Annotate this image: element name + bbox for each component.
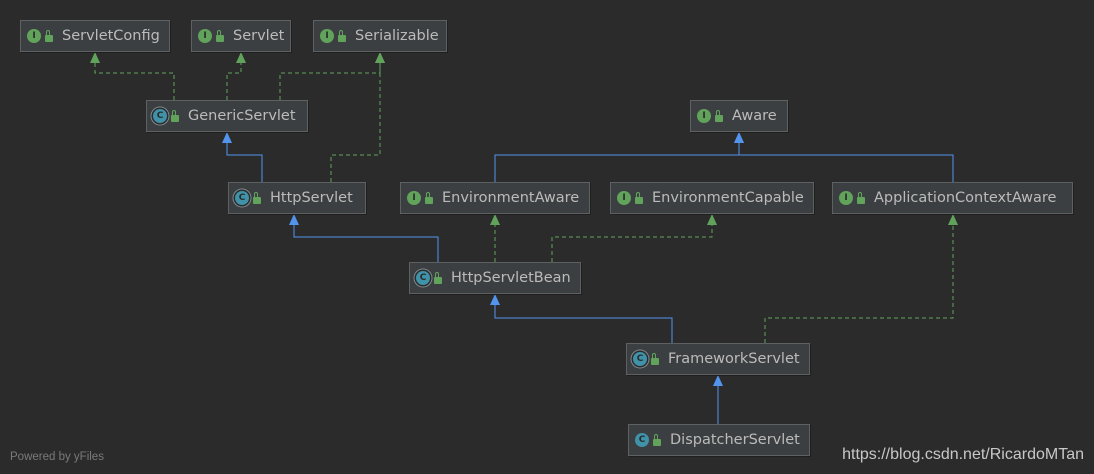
edge-arrowhead [236,52,246,63]
powered-by-footer: Powered by yFiles [10,451,104,463]
edge-HttpServlet-to-Serializable [330,52,385,182]
edge-arrowhead [289,214,299,225]
node-label: FrameworkServlet [668,351,800,367]
edge-line [764,225,954,343]
public-visibility-icon [253,192,261,204]
interface-icon: I [320,29,334,43]
edge-line [226,63,242,100]
public-visibility-icon [715,110,723,122]
node-EnvironmentCapable[interactable]: I EnvironmentCapable [610,182,814,214]
edge-HttpServletBean-to-HttpServlet [289,214,439,262]
node-label: HttpServletBean [451,270,571,286]
public-visibility-icon [216,30,224,42]
source-watermark: https://blog.csdn.net/RicardoMTan [842,446,1084,463]
abstract-class-icon: C [235,191,249,205]
public-visibility-icon [857,192,865,204]
edge-arrowhead [948,214,958,225]
edge-line [330,63,381,182]
abstract-class-icon: C [416,271,430,285]
edge-arrowhead [90,52,100,63]
node-label: EnvironmentAware [442,190,580,206]
node-Servlet[interactable]: I Servlet [191,20,291,52]
edge-arrowhead [375,52,385,63]
edge-GenericServlet-to-Servlet [226,52,246,100]
edge-line [494,305,673,343]
public-visibility-icon [171,110,179,122]
node-ServletConfig[interactable]: I ServletConfig [20,20,170,52]
interface-icon: I [27,29,41,43]
node-DispatcherServlet[interactable]: C DispatcherServlet [628,424,810,456]
node-label: ServletConfig [62,28,160,44]
edge-line [94,63,175,100]
edge-line [279,63,381,100]
edge-line [551,225,713,262]
abstract-class-icon: C [633,352,647,366]
node-label: Serializable [355,28,439,44]
edge-arrowhead [734,132,744,143]
node-label: DispatcherServlet [670,432,800,448]
edge-FrameworkServlet-to-HttpServletBean [490,294,673,343]
abstract-class-icon: C [153,109,167,123]
edge-arrowhead [490,214,500,225]
edge-arrowhead [713,375,723,386]
edge-FrameworkServlet-to-ApplicationContextAware [764,214,958,343]
edge-GenericServlet-to-Serializable [279,52,385,100]
edge-line [226,143,263,182]
node-HttpServletBean[interactable]: C HttpServletBean [409,262,581,294]
node-HttpServlet[interactable]: C HttpServlet [228,182,366,214]
node-label: Aware [732,108,777,124]
public-visibility-icon [425,192,433,204]
public-visibility-icon [338,30,346,42]
class-icon: C [635,433,649,447]
node-label: ApplicationContextAware [874,190,1057,206]
interface-icon: I [407,191,421,205]
node-label: EnvironmentCapable [652,190,804,206]
public-visibility-icon [45,30,53,42]
node-FrameworkServlet[interactable]: C FrameworkServlet [626,343,810,375]
edge-GenericServlet-to-ServletConfig [90,52,175,100]
public-visibility-icon [434,272,442,284]
interface-icon: I [198,29,212,43]
edge-arrowhead [222,132,232,143]
edge-line [738,143,954,182]
edge-EnvironmentAware-to-Aware [494,132,744,182]
edge-HttpServletBean-to-EnvironmentCapable [551,214,717,262]
node-EnvironmentAware[interactable]: I EnvironmentAware [400,182,590,214]
interface-icon: I [839,191,853,205]
edge-arrowhead [707,214,717,225]
node-label: GenericServlet [188,108,296,124]
edge-HttpServlet-to-GenericServlet [222,132,263,182]
edge-line [494,143,740,182]
edge-DispatcherServlet-to-FrameworkServlet [713,375,723,424]
edge-line [293,225,439,262]
node-label: Servlet [233,28,285,44]
public-visibility-icon [653,434,661,446]
node-ApplicationContextAware[interactable]: I ApplicationContextAware [832,182,1073,214]
node-Serializable[interactable]: I Serializable [313,20,447,52]
edge-HttpServletBean-to-EnvironmentAware [490,214,500,262]
node-Aware[interactable]: I Aware [690,100,788,132]
node-label: HttpServlet [270,190,353,206]
interface-icon: I [617,191,631,205]
interface-icon: I [697,109,711,123]
public-visibility-icon [651,353,659,365]
node-GenericServlet[interactable]: C GenericServlet [146,100,308,132]
edge-ApplicationContextAware-to-Aware [734,132,954,182]
edge-arrowhead [490,294,500,305]
public-visibility-icon [635,192,643,204]
